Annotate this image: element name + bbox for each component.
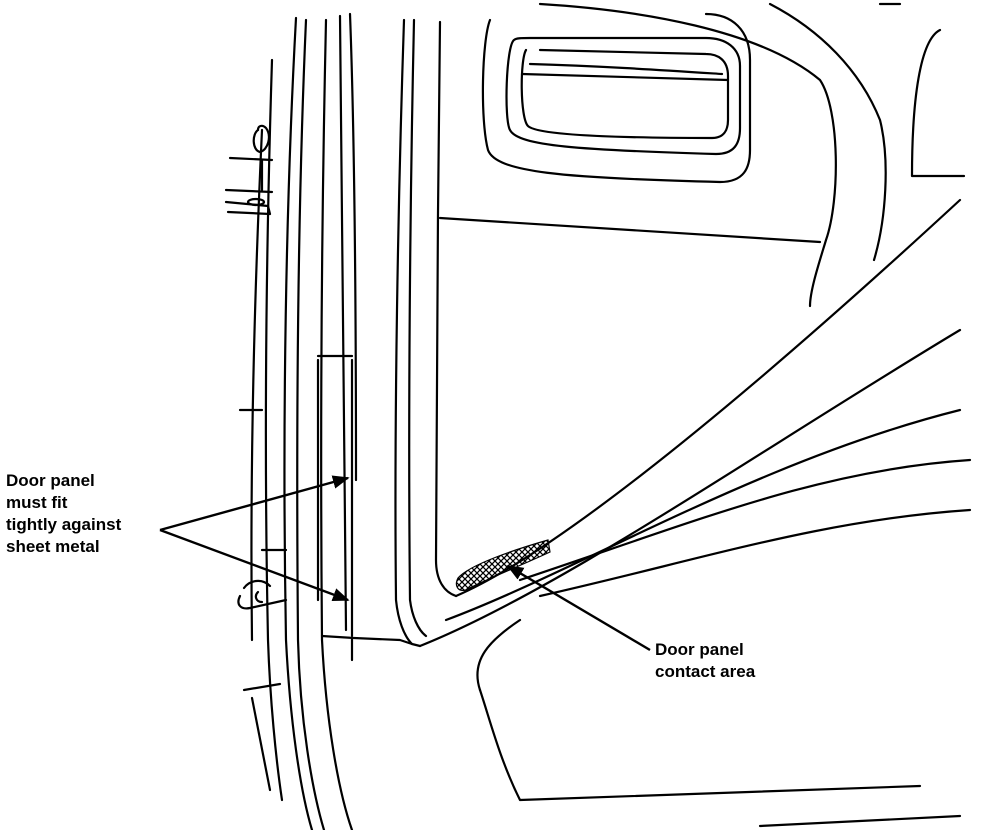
callout-line: contact area (655, 662, 756, 681)
callout-panel-fit: Door panel must fit tightly against shee… (6, 470, 121, 558)
leader-arrow-contact (506, 564, 651, 652)
leader-arrow-upper (159, 475, 350, 532)
callout-line: must fit (6, 493, 68, 512)
lower-hinge (237, 548, 288, 792)
door-jamb (250, 12, 358, 830)
door-trim-lines (418, 2, 972, 828)
callout-line: Door panel (6, 471, 95, 490)
contact-area-hatch (455, 539, 551, 591)
door-handle-pocket (481, 12, 752, 184)
callout-line: tightly against (6, 515, 122, 534)
callout-line: Door panel (655, 640, 744, 659)
callout-line: sheet metal (6, 537, 100, 556)
callout-contact-area: Door panel contact area (655, 639, 755, 683)
upper-hinge (224, 124, 274, 412)
door-inner-edge (320, 18, 458, 662)
leader-arrow-lower (159, 528, 350, 602)
